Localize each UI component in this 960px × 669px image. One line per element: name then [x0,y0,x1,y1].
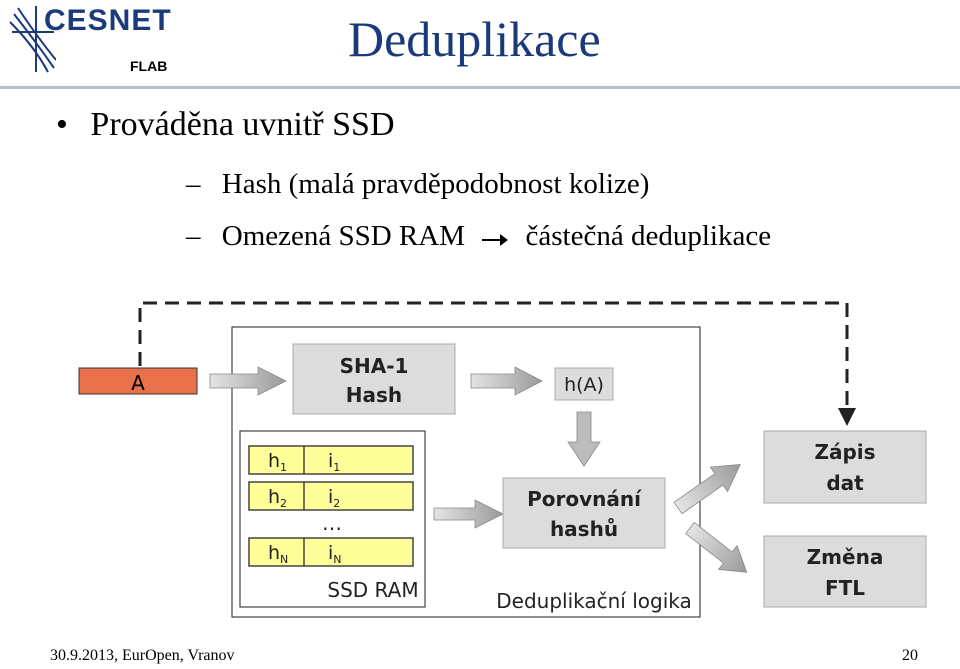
bullet-main-text: Prováděna uvnitř SSD [90,106,395,143]
ftl-line2: FTL [825,576,865,600]
arrow-to-ftl [685,521,748,573]
dash-icon: – [186,220,201,252]
arrow-a-to-sha [209,366,287,396]
dashed-arrowhead [838,408,856,426]
input-a-label: A [131,371,145,395]
write-data-box [763,430,927,504]
hash-value-label: h(A) [564,374,604,396]
hash-value-box [554,367,614,401]
ram-row [248,537,414,567]
input-a-box [78,367,198,395]
ssd-ram-label: SSD RAM [327,578,418,602]
bullet-sub-2-right: částečná deduplikace [525,220,772,252]
page-title: Deduplikace [348,11,601,67]
sha1-line2: Hash [346,383,402,407]
page-number: 20 [902,647,918,664]
footer-left: 30.9.2013, EurOpen, Vranov [50,647,235,664]
ram-row-n-h: hN [268,542,288,566]
dashed-bypass-path [138,301,849,410]
change-ftl-box [763,535,927,608]
logo-mark-icon [9,6,57,73]
arrow-to-write [673,463,741,515]
bullet-sub-2-left: Omezená SSD RAM [221,220,466,252]
ram-row-2-i: i2 [328,486,340,510]
logo-subtitle: FLAB [130,58,168,74]
bullet-sub-1-text: Hash (malá pravděpodobnost kolize) [221,168,650,200]
arrow-sha-to-hash [470,366,543,396]
ram-row [248,481,414,511]
write-line1: Zápis [814,440,875,464]
ram-row-1-i: i1 [328,450,340,474]
compare-line2: hashů [550,517,618,541]
ram-row-1-h: h1 [268,450,287,474]
dedup-logic-label: Deduplikační logika [496,589,692,613]
arrow-hash-down [567,411,601,467]
ram-ellipsis: … [322,511,342,535]
write-line2: dat [826,471,864,495]
ftl-line1: Změna [807,545,884,569]
ram-row-n-i: iN [328,542,342,566]
header-divider [0,86,960,89]
ram-row-2-h: h2 [268,486,287,510]
ram-row [248,445,414,475]
dash-icon: – [186,168,201,200]
sha1-hash-box [292,343,456,415]
arrow-right-icon [482,234,509,247]
sha1-line1: SHA-1 [340,354,409,378]
logo-text: CESNET [44,4,172,37]
cesnet-logo [8,2,198,82]
arrow-ram-to-compare [433,499,504,529]
bullet-dot-icon: • [56,106,68,143]
bullet-sub-2: – Omezená SSD RAM částečná deduplikace [186,220,771,253]
compare-hashes-box [502,477,666,549]
bullet-sub-1: – Hash (malá pravděpodobnost kolize) [186,168,649,201]
bullet-main: • Prováděna uvnitř SSD [56,106,395,144]
compare-line1: Porovnání [527,487,642,511]
